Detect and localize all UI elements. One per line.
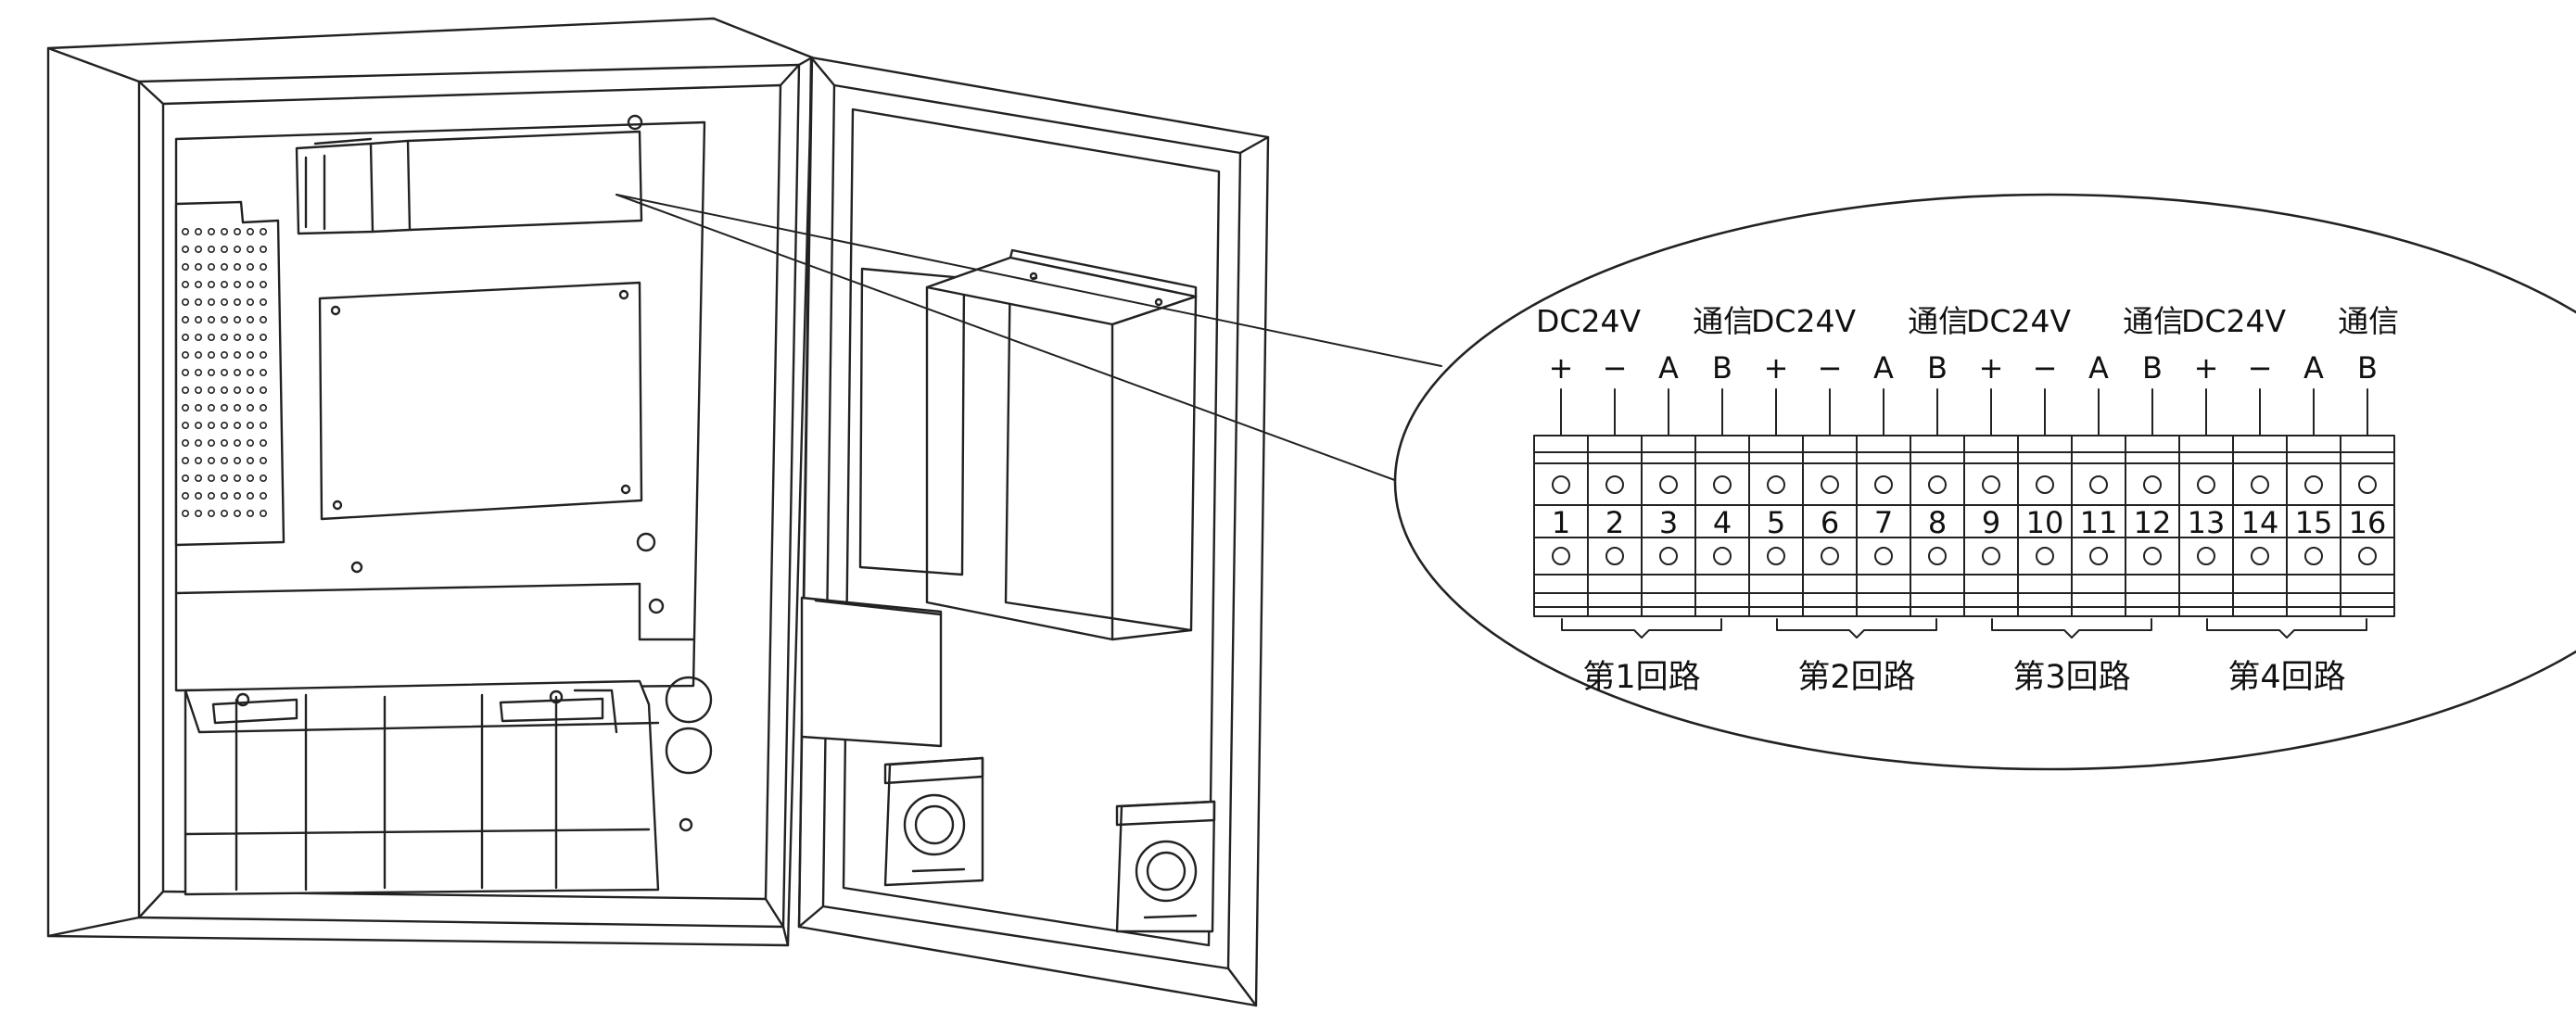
power-supply-unit [174, 200, 286, 547]
terminal-screw [1767, 547, 1785, 565]
group-brace [1991, 618, 2152, 639]
terminal-screw [1552, 547, 1570, 565]
terminal-polarity: + [2194, 350, 2219, 386]
terminal-screw [2036, 475, 2054, 494]
terminal-number: 6 [1821, 505, 1839, 540]
terminal-screw [1928, 475, 1947, 494]
terminal-number: 13 [2188, 505, 2226, 540]
door-socket-right [1115, 800, 1216, 933]
terminal-polarity: A [1658, 350, 1679, 386]
terminal-screw [2197, 547, 2215, 565]
knockout-holes [665, 676, 713, 832]
group-brace [1776, 618, 1937, 639]
terminal-screw [1982, 547, 2000, 565]
terminal-polarity: + [1979, 350, 2004, 386]
door-module [858, 248, 1198, 641]
terminal-polarity: + [1764, 350, 1789, 386]
terminal-screw [1874, 547, 1893, 565]
terminal-number: 16 [2349, 505, 2387, 540]
terminal-polarity: − [1603, 350, 1628, 386]
terminal-polarity: − [2033, 350, 2058, 386]
group-loop-label: 第1回路 [1582, 659, 1700, 696]
group-comm-label: 通信 [2123, 303, 2184, 339]
terminal-screw [1552, 475, 1570, 494]
terminal-screw [2143, 475, 2162, 494]
callout-lines [615, 194, 1442, 483]
terminal-screw [2251, 475, 2269, 494]
terminal-number: 2 [1605, 505, 1624, 540]
group-power-label: DC24V [1966, 303, 2071, 339]
terminal-screw [2197, 475, 2215, 494]
terminal-number: 11 [2080, 505, 2118, 540]
terminal-screw [1982, 475, 2000, 494]
terminal-number: 10 [2026, 505, 2064, 540]
terminal-screw [1713, 547, 1732, 565]
terminal-number: 15 [2295, 505, 2333, 540]
terminal-number: 8 [1928, 505, 1947, 540]
terminal-screw [1659, 547, 1678, 565]
terminal-polarity: B [2142, 350, 2163, 386]
terminal-screw [2089, 475, 2108, 494]
terminal-screw [1821, 475, 1839, 494]
terminal-screw [2304, 475, 2323, 494]
terminal-screw [2358, 547, 2377, 565]
terminal-number: 7 [1874, 505, 1893, 540]
terminal-screw [1659, 475, 1678, 494]
terminal-screw [1713, 475, 1732, 494]
terminal-screw [1874, 475, 1893, 494]
top-module [295, 130, 643, 235]
control-board [318, 281, 643, 521]
terminal-screw [2143, 547, 2162, 565]
terminal-number: 14 [2241, 505, 2279, 540]
terminal-polarity: B [1712, 350, 1732, 386]
group-loop-label: 第3回路 [2012, 659, 2130, 696]
terminal-screw [1605, 547, 1624, 565]
terminal-screw [1821, 547, 1839, 565]
group-loop-label: 第4回路 [2227, 659, 2345, 696]
group-brace [2206, 618, 2367, 639]
terminal-number: 5 [1767, 505, 1785, 540]
terminal-number: 12 [2134, 505, 2172, 540]
terminal-polarity: A [2088, 350, 2109, 386]
terminal-polarity: B [1927, 350, 1948, 386]
terminal-block [1533, 388, 2395, 639]
terminal-number: 9 [1982, 505, 2000, 540]
terminal-polarity: + [1549, 350, 1574, 386]
terminal-screw [2251, 547, 2269, 565]
group-power-label: DC24V [1536, 303, 1641, 339]
terminal-polarity: − [1818, 350, 1843, 386]
terminal-polarity: A [1873, 350, 1894, 386]
group-loop-label: 第2回路 [1797, 659, 1915, 696]
terminal-polarity: A [2303, 350, 2324, 386]
group-power-label: DC24V [1751, 303, 1856, 339]
door-socket-left [883, 756, 984, 887]
terminal-screw [1767, 475, 1785, 494]
battery-pack [184, 679, 660, 896]
group-comm-label: 通信 [2338, 303, 2399, 339]
terminal-screw [1928, 547, 1947, 565]
group-power-label: DC24V [2181, 303, 2286, 339]
terminal-polarity: B [2357, 350, 2378, 386]
terminal-screw [2304, 547, 2323, 565]
terminal-screw [2358, 475, 2377, 494]
terminal-screw [2089, 547, 2108, 565]
group-comm-label: 通信 [1908, 303, 1969, 339]
terminal-number: 4 [1713, 505, 1732, 540]
terminal-number: 3 [1659, 505, 1678, 540]
group-brace [1561, 618, 1722, 639]
group-comm-label: 通信 [1693, 303, 1754, 339]
terminal-polarity: − [2248, 350, 2273, 386]
door-small-box [800, 596, 943, 748]
terminal-number: 1 [1552, 505, 1570, 540]
terminal-screw [2036, 547, 2054, 565]
terminal-screw [1605, 475, 1624, 494]
